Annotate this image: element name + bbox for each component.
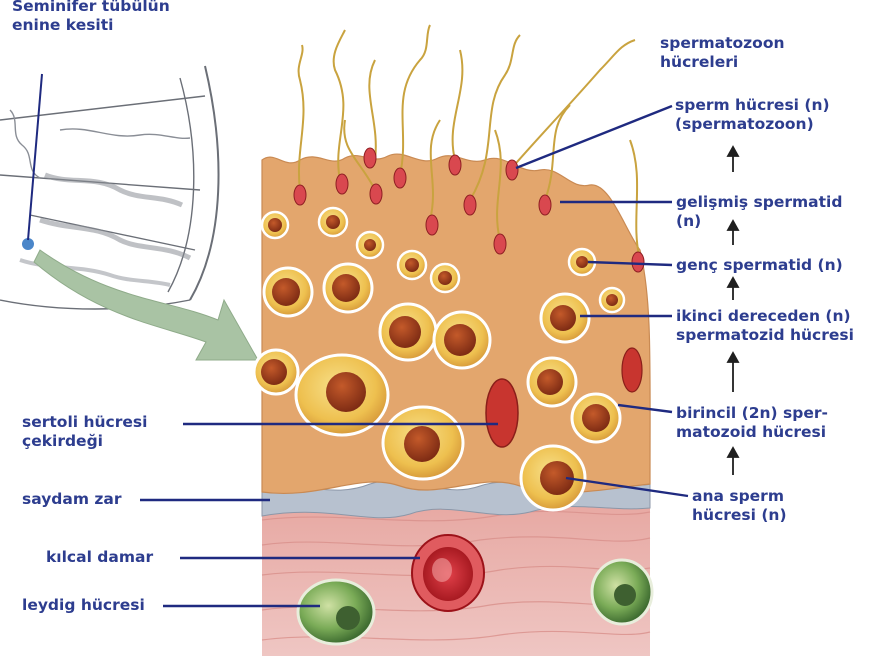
label-line: saydam zar [22,490,122,509]
label-young-spermatid: genç spermatid (n) [676,256,843,275]
label-line: hücreleri [660,53,785,72]
spermatogonium [521,446,585,510]
label-line: spermatozid hücresi [676,326,854,345]
capillary-vessel [412,535,484,611]
label-leydig-cell: leydig hücresi [22,596,145,615]
title-line-1: Seminifer tübülün [12,0,170,16]
label-sertoli-nucleus: sertoli hücresi çekirdeği [22,413,147,451]
label-line: matozoid hücresi [676,423,828,442]
label-spermatozoon-cells: spermatozoon hücreleri [660,34,785,72]
label-secondary-spermatocyte: ikinci dereceden (n) spermatozid hücresi [676,307,854,345]
label-line: çekirdeği [22,432,147,451]
label-line: birincil (2n) sper- [676,404,828,423]
title-line-2: enine kesiti [12,16,170,35]
label-line: (spermatozoon) [675,115,830,134]
label-sperm-cell: sperm hücresi (n) (spermatozoon) [675,96,830,134]
label-line: spermatozoon [660,34,785,53]
label-line: sertoli hücresi [22,413,147,432]
label-capillary: kılcal damar [46,548,153,567]
label-line: ana sperm [692,487,787,506]
label-basement-membrane: saydam zar [22,490,122,509]
label-line: leydig hücresi [22,596,145,615]
label-line: sperm hücresi (n) [675,96,830,115]
title-leader-line [28,74,42,240]
label-spermatogonium: ana sperm hücresi (n) [692,487,787,525]
title-label: Seminifer tübülün enine kesiti [12,0,170,35]
sertoli-nucleus-2 [622,348,642,392]
label-primary-spermatocyte: birincil (2n) sper- matozoid hücresi [676,404,828,442]
sertoli-nucleus [486,379,518,447]
label-mature-spermatid: gelişmiş spermatid (n) [676,193,842,231]
label-line: gelişmiş spermatid [676,193,842,212]
label-line: genç spermatid (n) [676,256,843,275]
label-line: kılcal damar [46,548,153,567]
label-line: ikinci dereceden (n) [676,307,854,326]
label-line: (n) [676,212,842,231]
label-line: hücresi (n) [692,506,787,525]
